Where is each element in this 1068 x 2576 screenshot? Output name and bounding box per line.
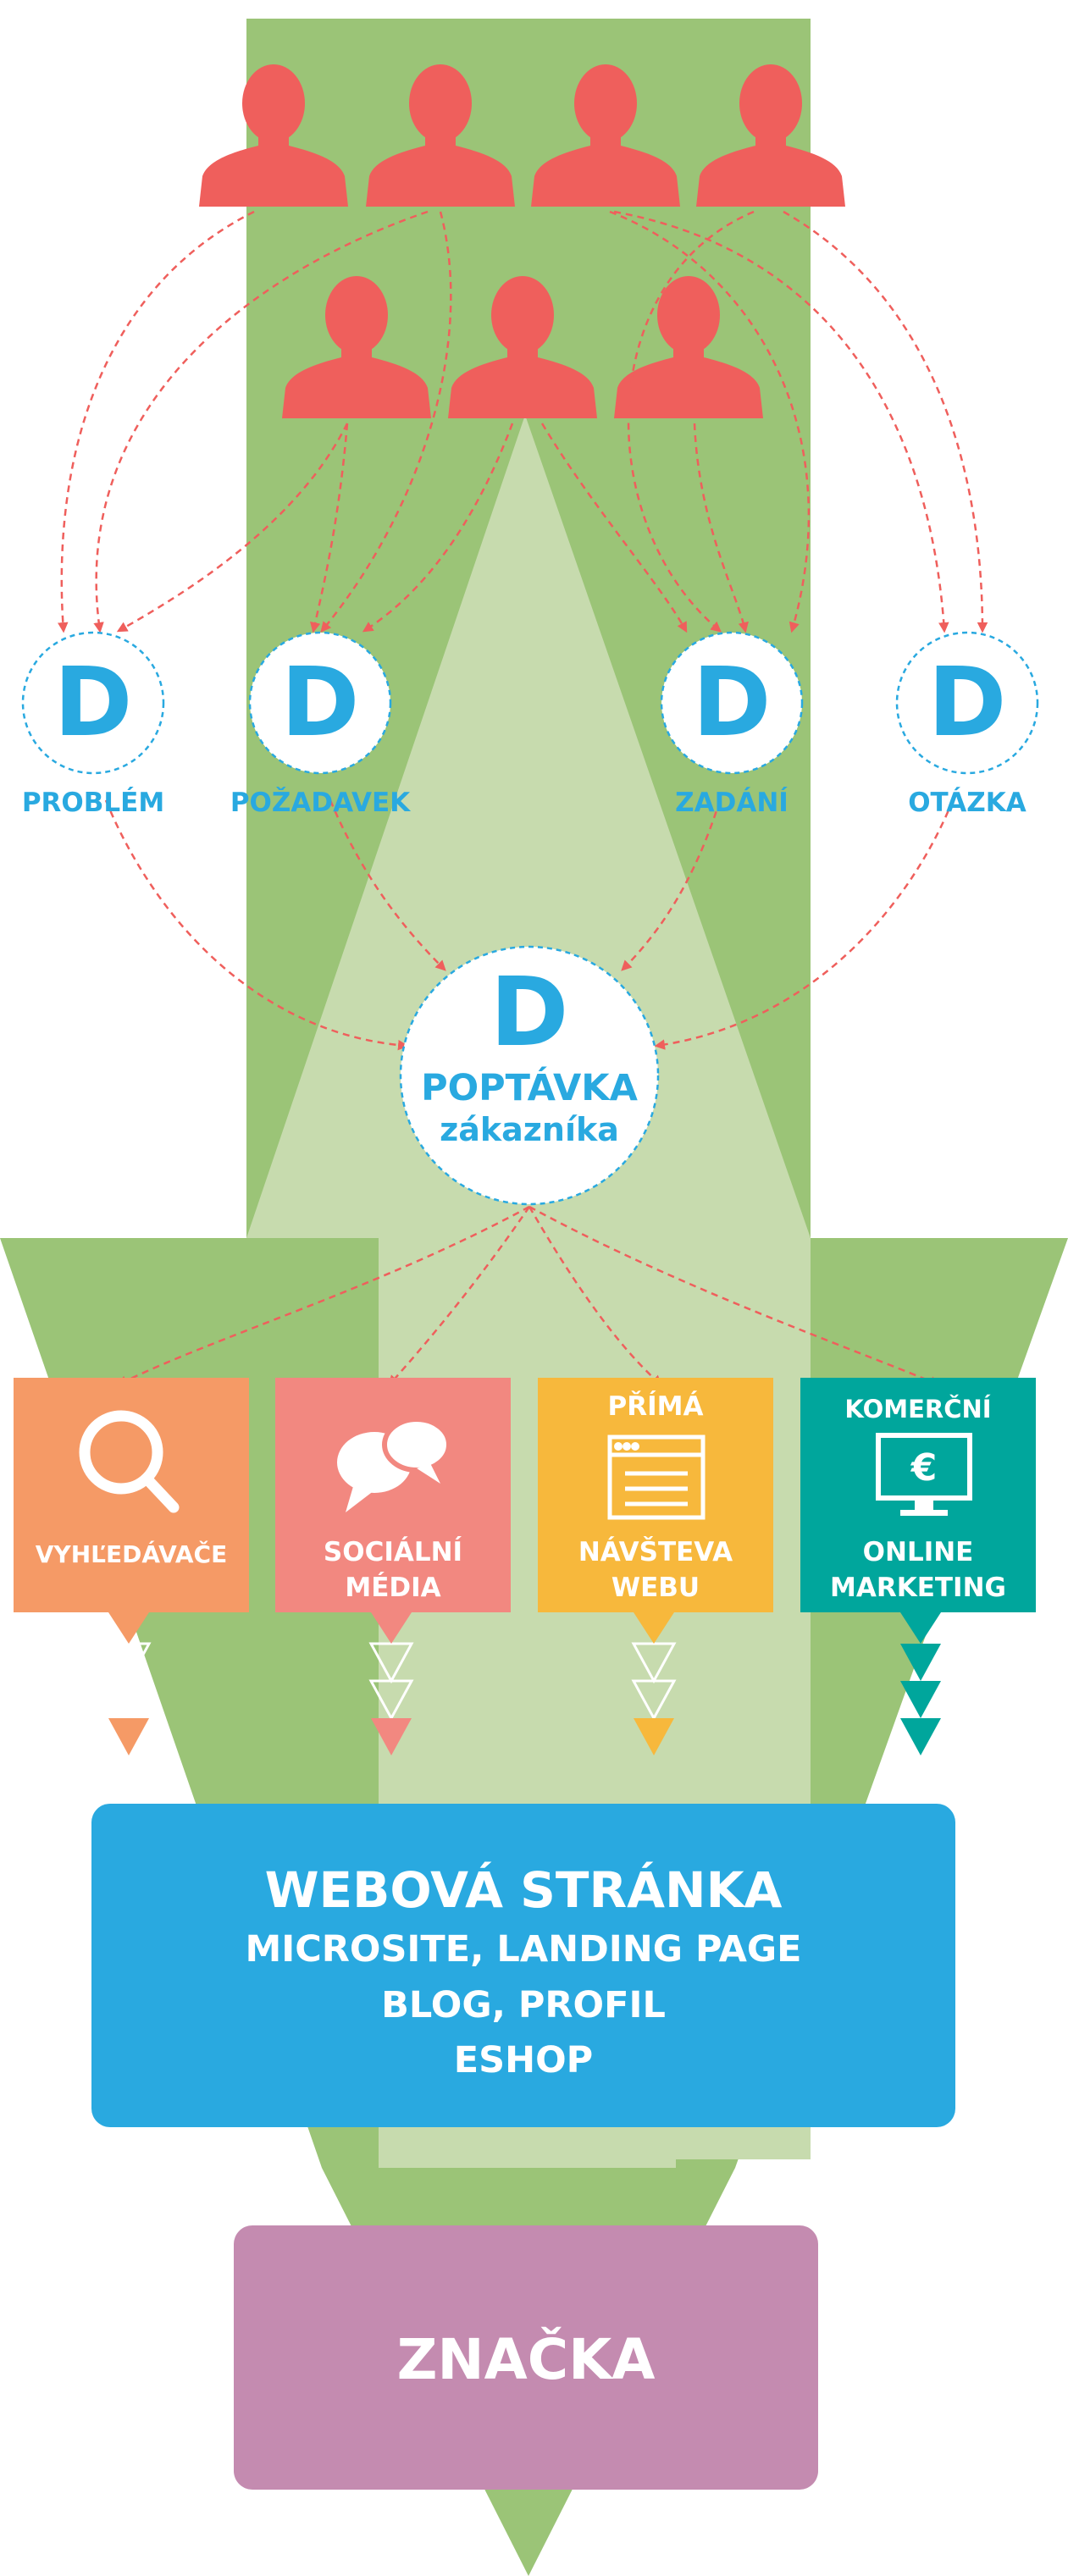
source-letter: D <box>927 648 1007 758</box>
source-label-requirement: POŽADAVEK <box>230 788 411 818</box>
website-title: WEBOVÁ STRÁNKA <box>264 1861 783 1919</box>
channel-tile-social <box>275 1378 511 1612</box>
magnifier-icon <box>79 1410 180 1513</box>
channel-tile-direct <box>538 1378 773 1612</box>
source-letter: D <box>53 648 133 758</box>
brand-box <box>234 2225 818 2490</box>
channel-label-line2: MÉDIA <box>345 1573 441 1603</box>
website-box <box>91 1804 955 2127</box>
website-line: BLOG, PROFIL <box>381 1984 666 2026</box>
channel-label: SOCIÁLNÍ <box>323 1537 463 1567</box>
channel-label: NÁVŠTEVA <box>578 1537 733 1567</box>
source-label-question: OTÁZKA <box>908 788 1026 818</box>
source-letter: D <box>280 648 360 758</box>
channel-top-label: PŘÍMÁ <box>607 1391 704 1422</box>
brand-label: ZNAČKA <box>396 2327 656 2392</box>
channel-label: VYHĽEDÁVAČE <box>35 1540 228 1568</box>
channel-label-line2: MARKETING <box>830 1573 1006 1603</box>
browser-window-icon <box>607 1434 706 1520</box>
euro-monitor-icon: € <box>876 1433 972 1516</box>
source-letter: D <box>692 648 772 758</box>
demand-letter: D <box>490 958 569 1068</box>
channel-tile-marketing <box>800 1378 1036 1612</box>
website-line: MICROSITE, LANDING PAGE <box>245 1928 802 1971</box>
flow-arrows <box>106 1612 941 1755</box>
svg-text:€: € <box>910 1446 938 1490</box>
demand-subtitle: zákazníka <box>440 1111 619 1148</box>
website-line: ESHOP <box>453 2039 594 2081</box>
connector-arrows <box>58 210 988 1386</box>
source-circles <box>21 631 1039 1206</box>
source-label-assignment: ZADÁNÍ <box>675 788 789 818</box>
source-label-problem: PROBLÉM <box>21 788 165 818</box>
channel-label: ONLINE <box>862 1537 974 1567</box>
chat-bubbles-icon <box>337 1417 451 1512</box>
channel-label-line2: WEBU <box>611 1573 700 1603</box>
demand-title: POPTÁVKA <box>421 1067 638 1109</box>
channel-top-label: KOMERČNÍ <box>844 1395 992 1423</box>
